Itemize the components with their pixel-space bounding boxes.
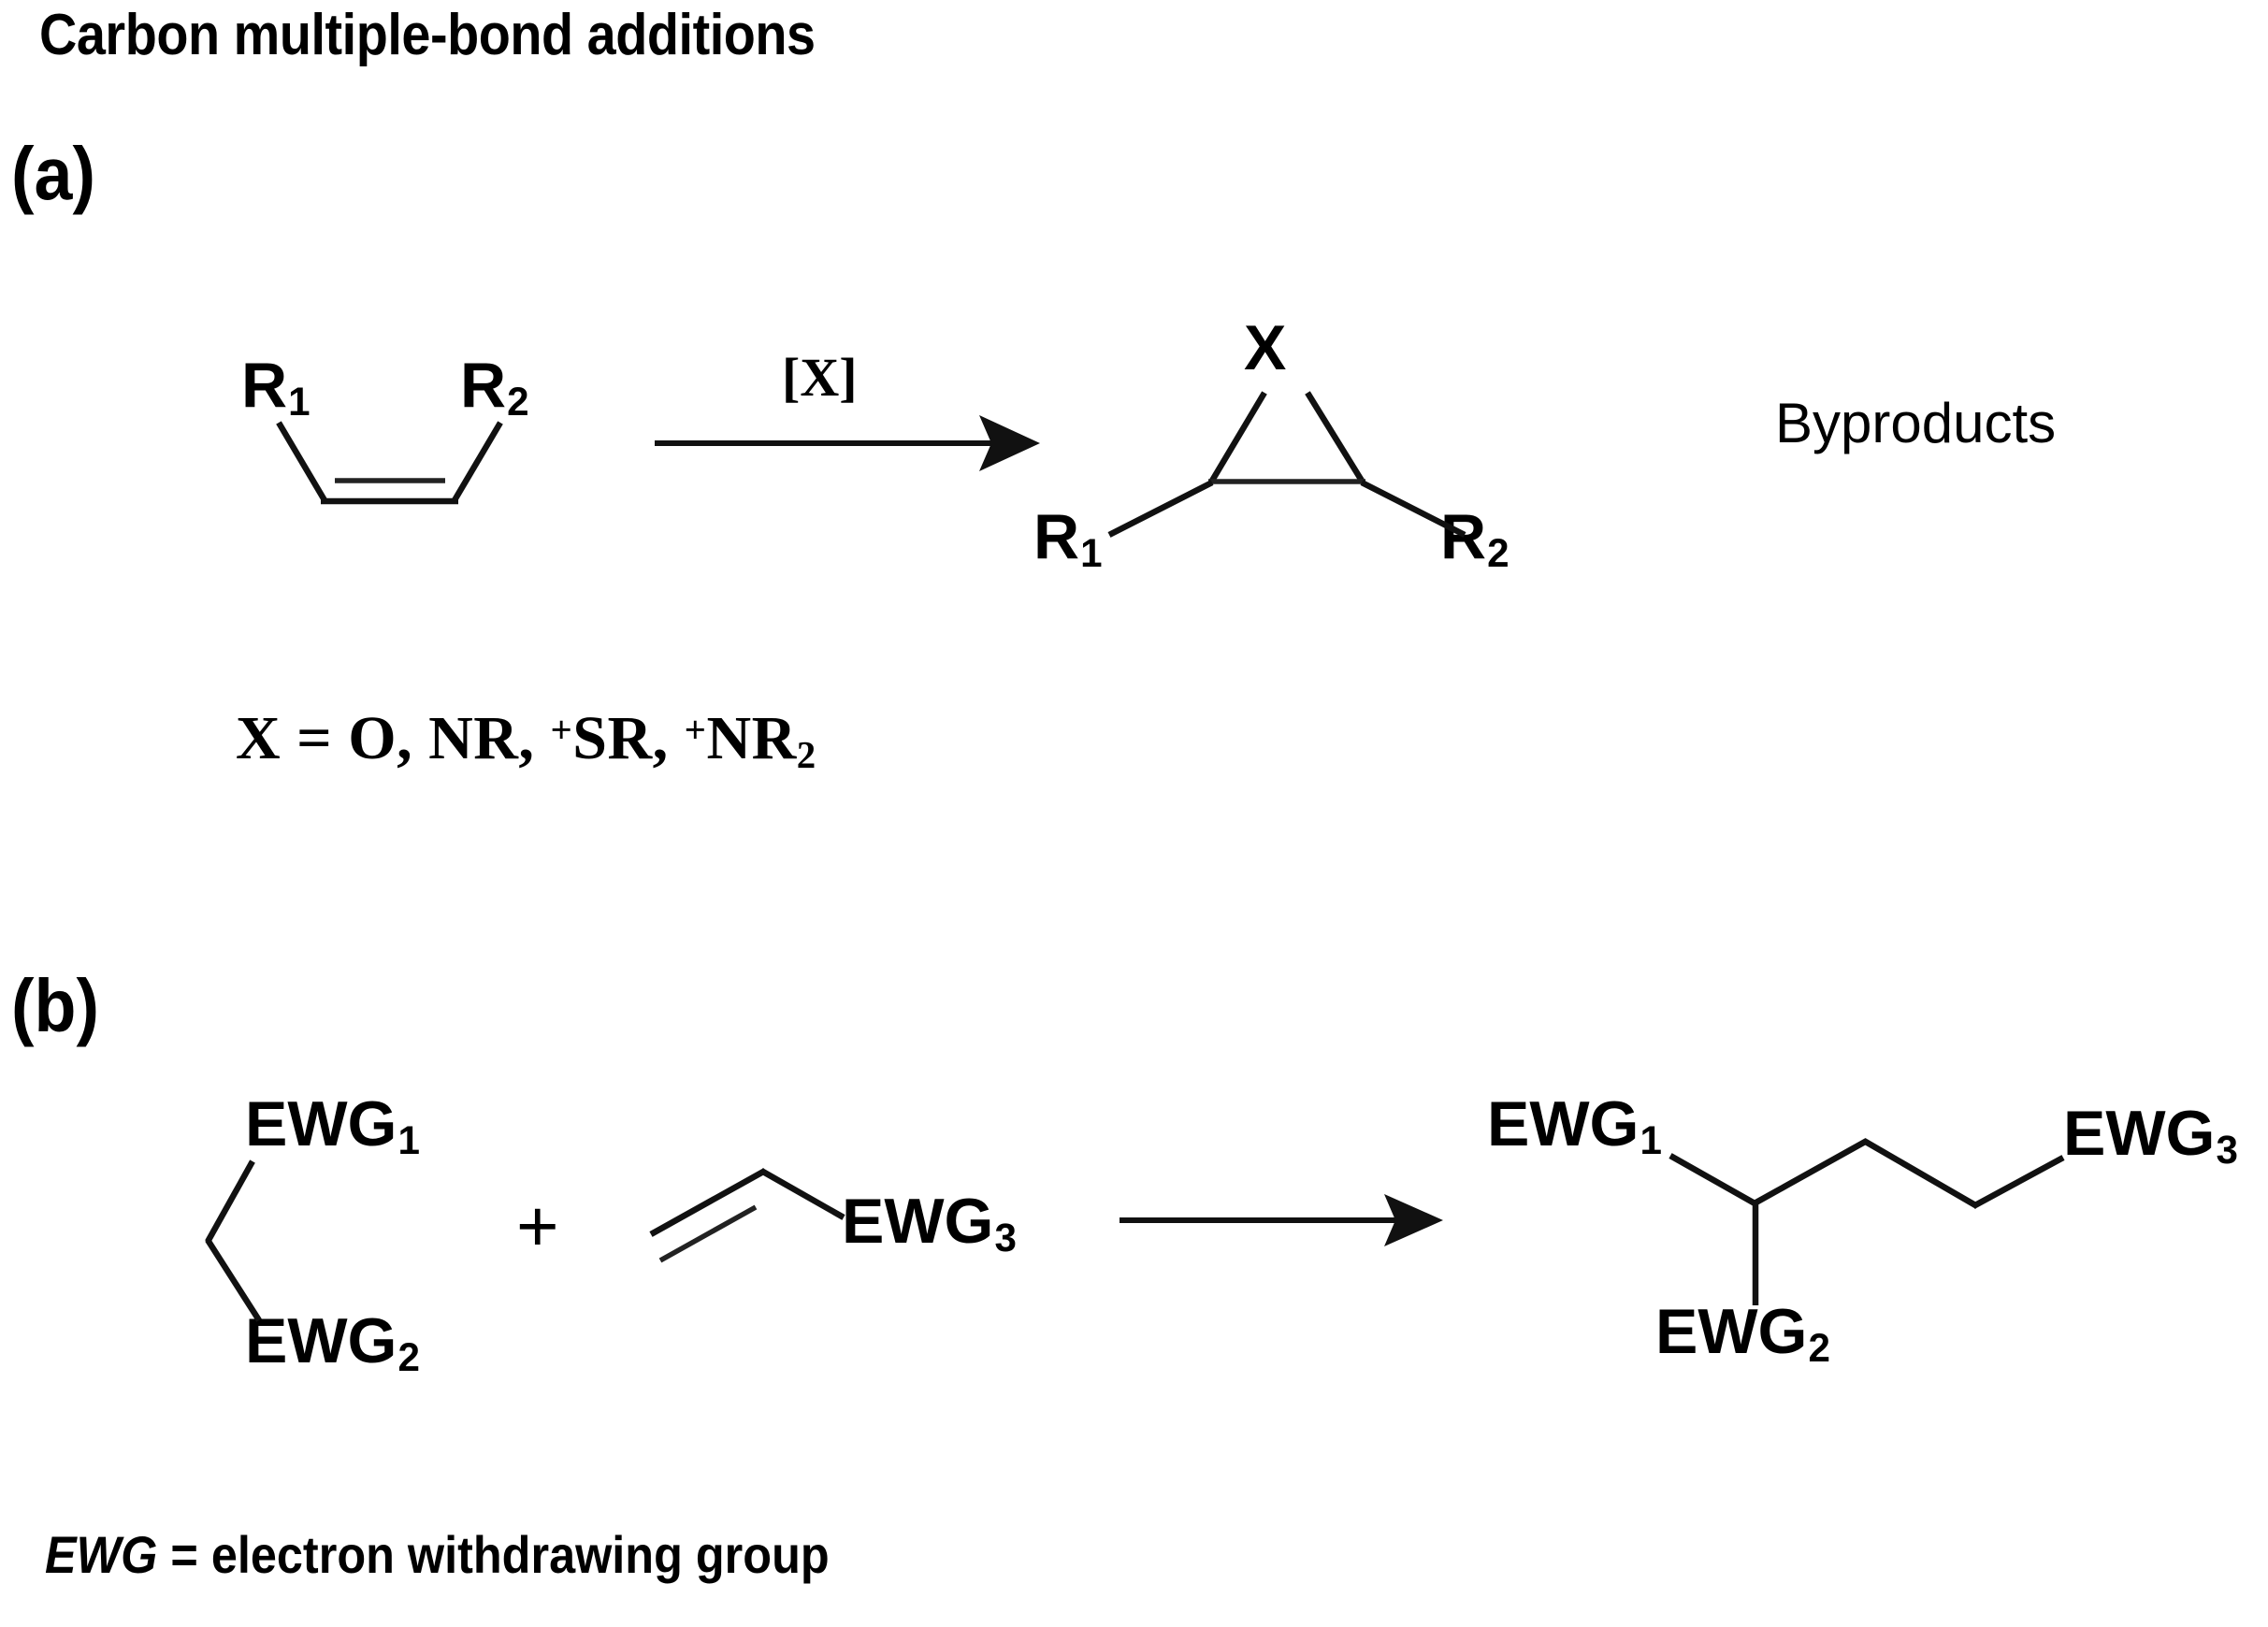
panel-label-b: (b) [11, 964, 99, 1047]
reactant1-label-ewg1: EWG1 [245, 1088, 420, 1163]
reactant1-label-ewg2: EWG2 [245, 1305, 420, 1380]
footnote-ewg-definition: EWG = electron withdrawing group [45, 1524, 830, 1585]
reactant1-skeleton [205, 1159, 262, 1322]
arrow-head-a [979, 415, 1040, 471]
reagent-label-x: [X] [782, 347, 858, 408]
x-definition: X = O, NR, +SR, +NR2 [236, 704, 816, 776]
bond-c2-to-c3 [1862, 1138, 1979, 1209]
bond-cleft-to-r1 [1107, 480, 1214, 538]
reactant-substituent-r1: R1 [241, 350, 311, 425]
product-apex-atom-x: X [1244, 312, 1287, 383]
reaction-arrow-a [655, 415, 1040, 471]
figure-title: Carbon multiple-bond additions [39, 3, 816, 67]
panel-label-a: (a) [11, 132, 95, 215]
bond-ewg1-to-ch [205, 1159, 255, 1244]
reactant2-label-ewg3: EWG3 [842, 1186, 1017, 1260]
bond-vinyl-inner [658, 1204, 758, 1263]
byproducts-label: Byproducts [1775, 392, 2057, 454]
bond-vinyl-to-ewg3 [759, 1168, 845, 1220]
epoxide-product-skeleton [1107, 391, 1466, 538]
plus-operator: + [516, 1185, 559, 1267]
bond-c2-to-r2 [452, 421, 503, 502]
footnote-text: = electron withdrawing group [157, 1525, 830, 1584]
product-label-ewg2: EWG2 [1655, 1296, 1830, 1371]
product-substituent-r1: R1 [1033, 501, 1103, 576]
bond-cstereo-to-c2 [1751, 1138, 1869, 1207]
product-skeleton [1668, 1138, 2065, 1305]
arrow-head-b [1384, 1194, 1443, 1246]
bond-x-to-cright [1305, 391, 1365, 482]
alkene-reactant-skeleton [276, 421, 503, 505]
product-label-ewg1: EWG1 [1487, 1088, 1662, 1163]
reaction-arrow-b [1120, 1194, 1443, 1246]
bond-x-to-cleft [1209, 391, 1267, 482]
footnote-abbrev: EWG [45, 1525, 158, 1584]
bond-r1-to-c1 [276, 421, 327, 502]
bond-ewg1-to-cstereo [1668, 1153, 1758, 1207]
product-substituent-r2: R2 [1440, 501, 1510, 576]
bond-c3-to-ewg3 [1972, 1155, 2065, 1209]
product-label-ewg3: EWG3 [2063, 1098, 2238, 1173]
reactant-substituent-r2: R2 [460, 350, 529, 425]
bond-vinyl-outer [649, 1168, 767, 1237]
reactant2-skeleton [649, 1168, 845, 1263]
